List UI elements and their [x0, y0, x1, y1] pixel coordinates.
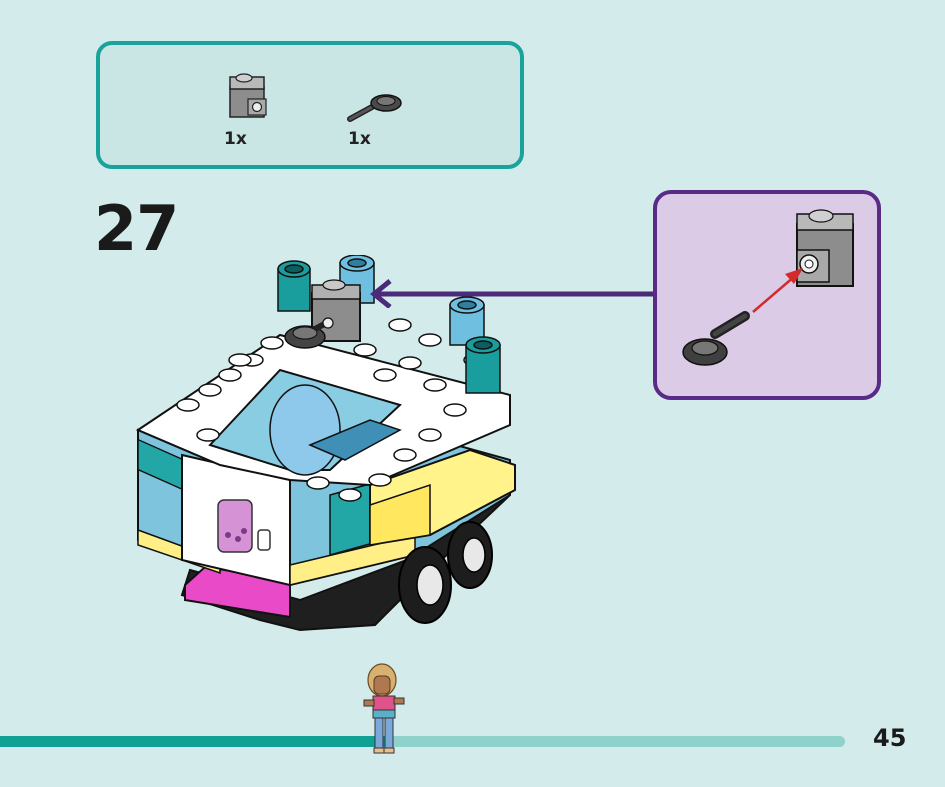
instruction-progress-bar — [0, 736, 845, 747]
part-item-bar-clip: 1x — [342, 69, 432, 159]
parts-list-box: 1x 1x — [96, 41, 524, 169]
sub-assembly-callout — [653, 190, 881, 400]
progress-fill — [0, 736, 389, 747]
page-number: 45 — [873, 724, 907, 752]
step-number: 27 — [94, 192, 179, 265]
food-truck-build-illustration — [135, 255, 516, 632]
part-qty: 1x — [224, 129, 247, 149]
grey-bracket-brick-icon — [229, 73, 267, 118]
attach-bar-to-bracket-icon — [682, 209, 854, 366]
minifigure-progress-marker-icon — [363, 663, 405, 754]
callout-pointer-arrow — [370, 279, 654, 308]
part-item-bracket: 1x — [218, 69, 308, 159]
black-bar-with-clip-icon — [347, 94, 402, 122]
part-qty: 1x — [348, 129, 371, 149]
